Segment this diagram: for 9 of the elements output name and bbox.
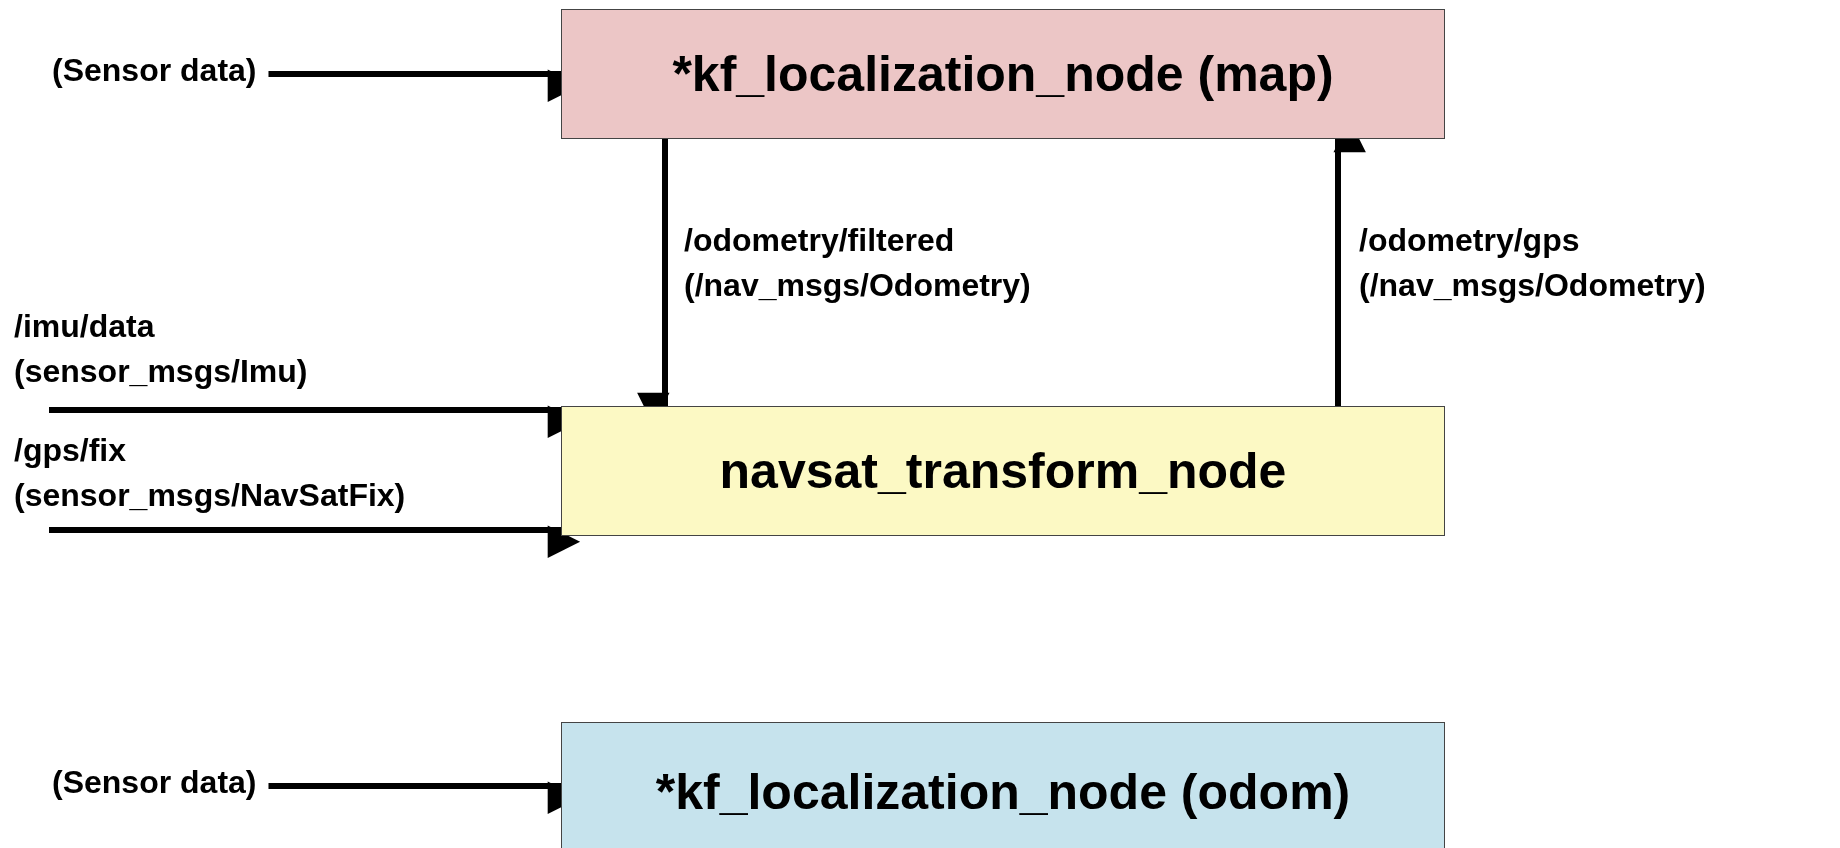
arrow <box>49 525 581 558</box>
node-title: navsat_transform_node <box>719 442 1287 500</box>
node-title: *kf_localization_node (odom) <box>655 763 1351 821</box>
node-title: *kf_localization_node (map) <box>672 45 1334 103</box>
node-box <box>561 406 1445 536</box>
input-label: (Sensor data) <box>52 764 257 801</box>
input-label: (Sensor data) <box>52 52 257 89</box>
node-box <box>561 9 1445 139</box>
node-box <box>561 722 1445 848</box>
